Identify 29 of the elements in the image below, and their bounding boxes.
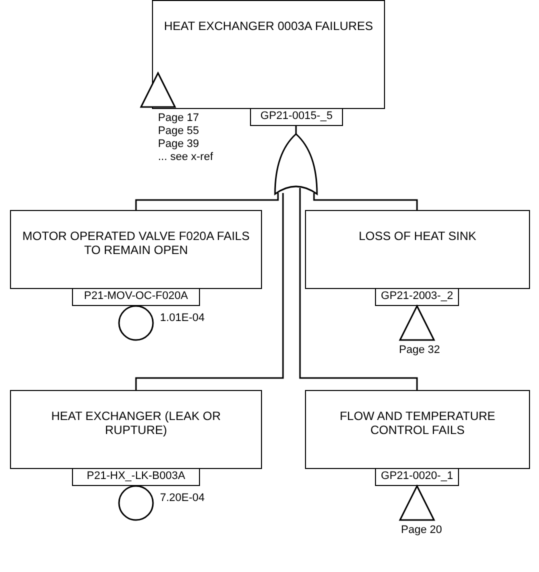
page-reference: Page 39 bbox=[158, 138, 199, 151]
event-id: GP21-0015-_5 bbox=[250, 108, 343, 126]
probability-value: 7.20E-04 bbox=[160, 492, 205, 505]
event-box: LOSS OF HEAT SINK bbox=[305, 210, 530, 289]
transfer-triangle bbox=[399, 305, 435, 341]
page-reference: Page 20 bbox=[401, 524, 442, 537]
connector-line bbox=[135, 193, 279, 210]
event-id: P21-HX_-LK-B003A bbox=[72, 468, 200, 486]
event-box: MOTOR OPERATED VALVE F020A FAILS TO REMAIN OPEN bbox=[10, 210, 262, 289]
connector-line bbox=[295, 126, 297, 134]
page-reference: ... see x-ref bbox=[158, 151, 214, 164]
event-box: HEAT EXCHANGER (LEAK OR RUPTURE) bbox=[10, 390, 262, 469]
connector-line bbox=[135, 193, 284, 390]
top-event-box: HEAT EXCHANGER 0003A FAILURES bbox=[152, 0, 385, 109]
connector-line bbox=[299, 188, 418, 390]
transfer-triangle bbox=[140, 72, 176, 108]
event-id: P21-MOV-OC-F020A bbox=[72, 288, 200, 306]
page-reference: Page 55 bbox=[158, 125, 199, 138]
basic-event-circle bbox=[118, 305, 154, 341]
connector-line bbox=[313, 193, 418, 210]
event-id: GP21-0020-_1 bbox=[375, 468, 459, 486]
basic-event-circle bbox=[118, 485, 154, 521]
transfer-triangle bbox=[399, 485, 435, 521]
event-box: FLOW AND TEMPERATURE CONTROL FAILS bbox=[305, 390, 530, 469]
probability-value: 1.01E-04 bbox=[160, 312, 205, 325]
page-reference: Page 17 bbox=[158, 112, 199, 125]
or-gate bbox=[274, 133, 318, 195]
event-id: GP21-2003-_2 bbox=[375, 288, 459, 306]
page-reference: Page 32 bbox=[399, 344, 440, 357]
